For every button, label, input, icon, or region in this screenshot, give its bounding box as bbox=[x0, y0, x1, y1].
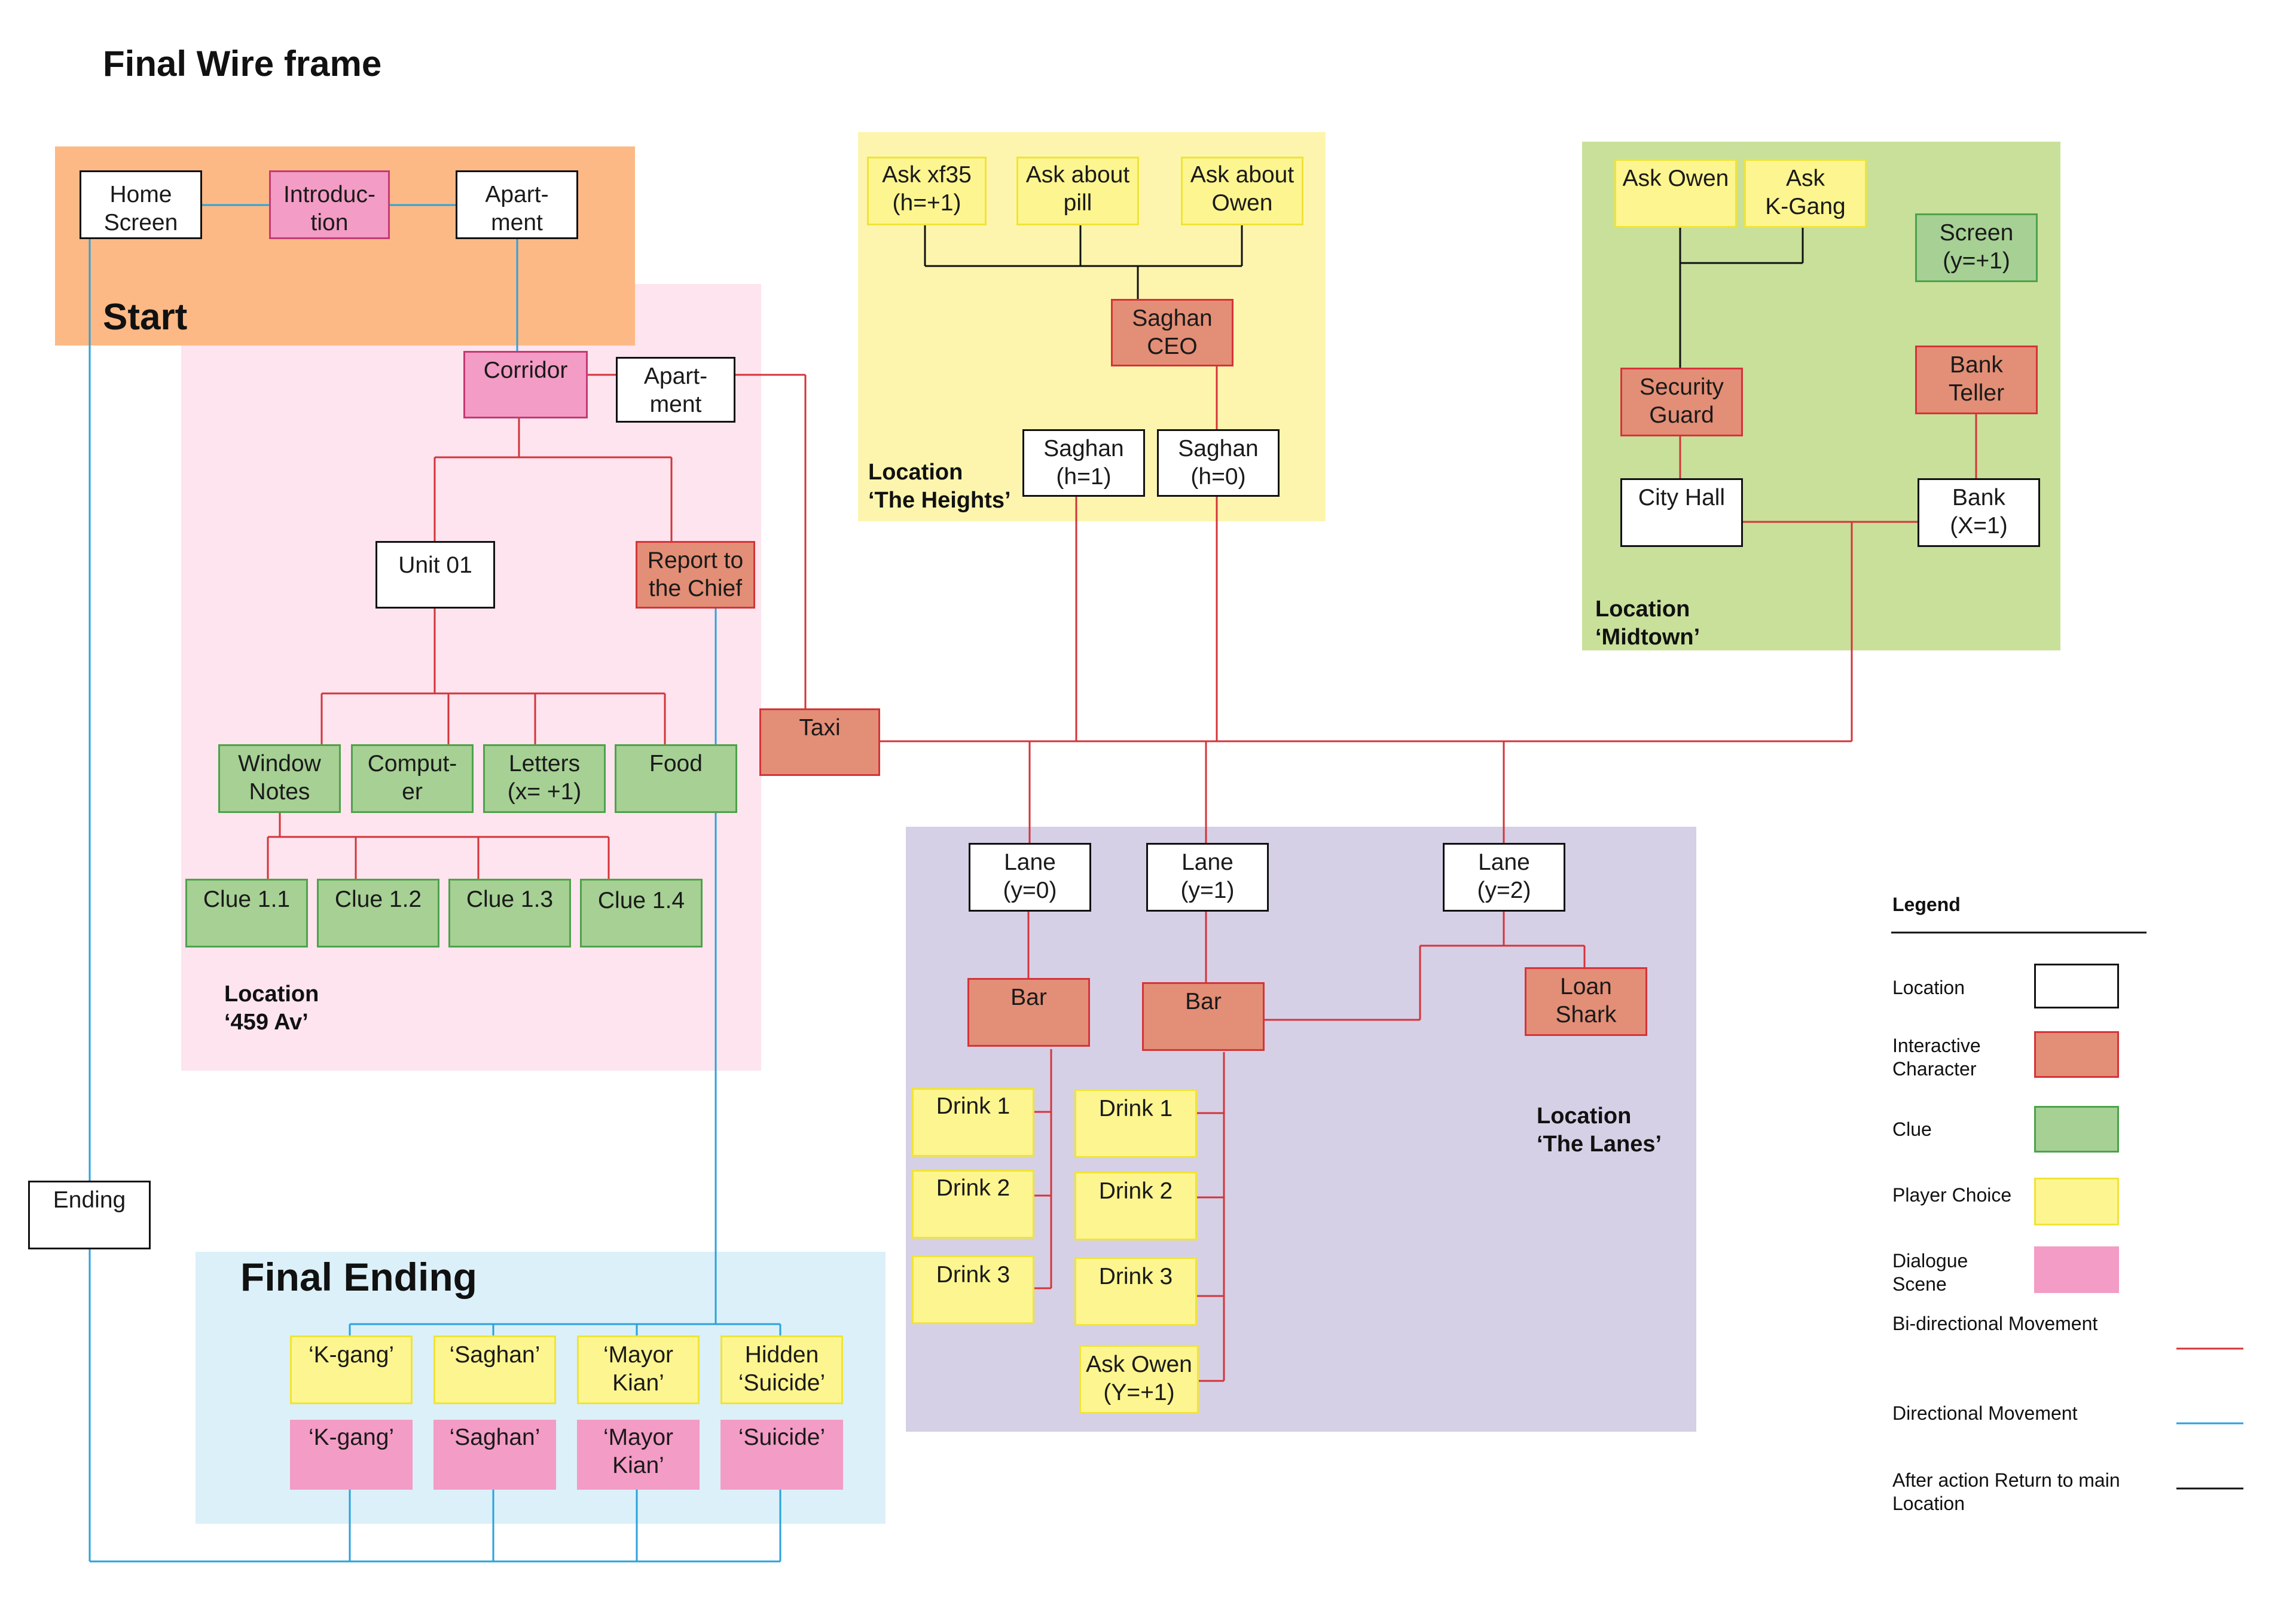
node-scene-suicide[interactable]: ‘Suicide’ bbox=[720, 1420, 843, 1490]
legend-label-player-choice: Player Choice bbox=[1892, 1184, 2012, 1206]
node-ask-pill[interactable]: Ask about pill bbox=[1016, 157, 1139, 225]
legend-label-clue: Clue bbox=[1892, 1118, 1932, 1140]
legend-label-bidirectional: Bi-directional Movement bbox=[1892, 1313, 2098, 1334]
node-bar-b[interactable]: Bar bbox=[1142, 982, 1265, 1051]
node-choice-hidden[interactable]: Hidden ‘Suicide’ bbox=[720, 1335, 843, 1404]
region-label-459av: Location ‘459 Av’ bbox=[224, 982, 319, 1035]
node-clue-1-2[interactable]: Clue 1.2 bbox=[317, 879, 439, 947]
region-label-heights: Location ‘The Heights’ bbox=[868, 460, 1011, 513]
node-saghan-ceo[interactable]: Saghan CEO bbox=[1111, 299, 1234, 366]
node-bank-teller[interactable]: Bank Teller bbox=[1915, 346, 2038, 414]
node-drink-b3[interactable]: Drink 3 bbox=[1074, 1257, 1197, 1326]
legend-label-interactive-character: Interactive Character bbox=[1892, 1035, 1981, 1080]
node-security-guard[interactable]: Security Guard bbox=[1620, 368, 1743, 436]
node-saghan-h0[interactable]: Saghan (h=0) bbox=[1157, 429, 1280, 497]
node-corridor[interactable]: Corridor bbox=[463, 351, 588, 418]
legend-swatch-player-choice bbox=[2034, 1178, 2119, 1225]
node-unit01[interactable]: Unit 01 bbox=[375, 541, 495, 609]
node-clue-1-1[interactable]: Clue 1.1 bbox=[185, 879, 308, 947]
node-letters[interactable]: Letters (x= +1) bbox=[483, 744, 606, 813]
node-bank[interactable]: Bank (X=1) bbox=[1918, 478, 2040, 547]
node-lane1[interactable]: Lane (y=1) bbox=[1146, 843, 1269, 912]
node-loan-shark[interactable]: Loan Shark bbox=[1525, 967, 1647, 1036]
node-computer[interactable]: Comput- er bbox=[351, 744, 474, 813]
legend-label-dialogue-scene: Dialogue Scene bbox=[1892, 1250, 1968, 1295]
node-ask-owen-lanes[interactable]: Ask Owen (Y=+1) bbox=[1079, 1345, 1199, 1414]
node-home-screen[interactable]: Home Screen bbox=[80, 170, 202, 239]
legend-title: Legend bbox=[1892, 894, 1961, 915]
node-choice-kgang[interactable]: ‘K-gang’ bbox=[290, 1335, 413, 1404]
node-drink-b1[interactable]: Drink 1 bbox=[1074, 1089, 1197, 1158]
legend-label-return-main: After action Return to main Location bbox=[1892, 1469, 2120, 1514]
node-drink-a2[interactable]: Drink 2 bbox=[912, 1170, 1034, 1239]
node-choice-saghan[interactable]: ‘Saghan’ bbox=[433, 1335, 556, 1404]
node-clue-1-4[interactable]: Clue 1.4 bbox=[580, 879, 703, 947]
region-label-lanes: Location ‘The Lanes’ bbox=[1537, 1104, 1662, 1157]
page-title: Final Wire frame bbox=[103, 44, 382, 84]
node-ask-kgang[interactable]: Ask K-Gang bbox=[1744, 159, 1867, 228]
node-screen[interactable]: Screen (y=+1) bbox=[1915, 213, 2038, 282]
region-lanes bbox=[906, 827, 1696, 1432]
node-scene-kgang[interactable]: ‘K-gang’ bbox=[290, 1420, 413, 1490]
legend-swatch-location bbox=[2034, 964, 2119, 1008]
node-city-hall[interactable]: City Hall bbox=[1620, 478, 1743, 547]
node-clue-1-3[interactable]: Clue 1.3 bbox=[448, 879, 571, 947]
legend-swatch-interactive-character bbox=[2034, 1031, 2119, 1078]
node-ask-owen-heights[interactable]: Ask about Owen bbox=[1181, 157, 1303, 225]
node-apartment-459[interactable]: Apart- ment bbox=[616, 357, 735, 423]
region-label-midtown: Location ‘Midtown’ bbox=[1595, 597, 1700, 650]
node-introduction[interactable]: Introduc- tion bbox=[269, 170, 390, 239]
return-lines bbox=[924, 224, 1804, 368]
legend-label-location: Location bbox=[1892, 977, 1965, 998]
region-label-start: Start bbox=[103, 297, 188, 338]
node-drink-b2[interactable]: Drink 2 bbox=[1074, 1172, 1197, 1240]
node-apartment-start[interactable]: Apart- ment bbox=[456, 170, 578, 239]
directional-lines bbox=[88, 204, 781, 1563]
legend-label-directional: Directional Movement bbox=[1892, 1402, 2078, 1424]
node-ending[interactable]: Ending bbox=[28, 1181, 151, 1249]
node-bar-a[interactable]: Bar bbox=[967, 978, 1090, 1047]
node-drink-a1[interactable]: Drink 1 bbox=[912, 1088, 1034, 1157]
region-label-final-ending: Final Ending bbox=[240, 1255, 477, 1299]
node-ask-owen-midtown[interactable]: Ask Owen bbox=[1614, 159, 1737, 228]
node-scene-saghan[interactable]: ‘Saghan’ bbox=[433, 1420, 556, 1490]
node-lane2[interactable]: Lane (y=2) bbox=[1443, 843, 1565, 912]
legend-swatch-clue bbox=[2034, 1106, 2119, 1153]
node-drink-a3[interactable]: Drink 3 bbox=[912, 1255, 1034, 1324]
node-lane0[interactable]: Lane (y=0) bbox=[969, 843, 1091, 912]
node-report-chief[interactable]: Report to the Chief bbox=[636, 541, 755, 609]
node-scene-mayor[interactable]: ‘Mayor Kian’ bbox=[577, 1420, 700, 1490]
node-ask-xf35[interactable]: Ask xf35 (h=+1) bbox=[867, 157, 987, 225]
bidirectional-lines bbox=[267, 365, 1977, 1382]
node-saghan-h1[interactable]: Saghan (h=1) bbox=[1022, 429, 1145, 497]
legend-swatch-dialogue-scene bbox=[2034, 1246, 2119, 1293]
node-food[interactable]: Food bbox=[615, 744, 737, 813]
node-taxi[interactable]: Taxi bbox=[759, 708, 880, 776]
node-choice-mayor[interactable]: ‘Mayor Kian’ bbox=[577, 1335, 700, 1404]
node-window-notes[interactable]: Window Notes bbox=[218, 744, 341, 813]
